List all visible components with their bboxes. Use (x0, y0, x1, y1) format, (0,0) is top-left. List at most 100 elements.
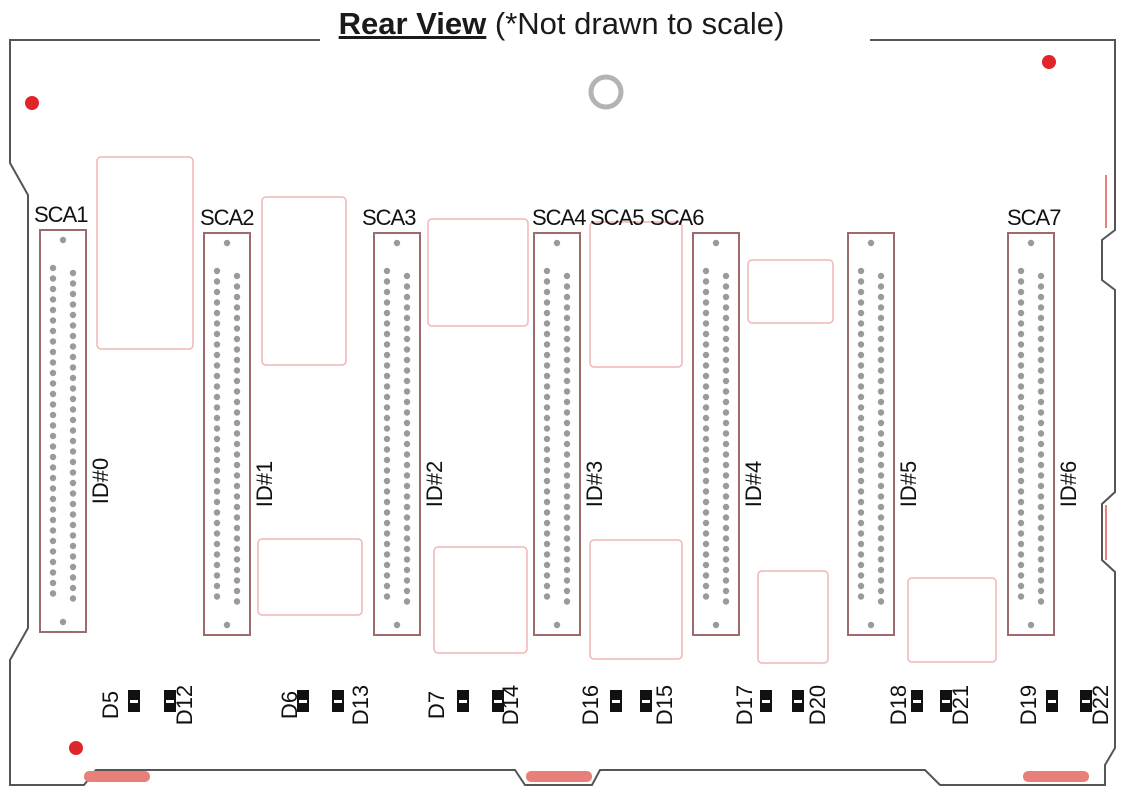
connector-pin (1017, 540, 1025, 548)
connector-pin (1037, 598, 1045, 605)
connector-pin (722, 304, 730, 311)
connector-pin (69, 448, 77, 455)
connector-pin (722, 409, 730, 416)
connector-pin (233, 451, 241, 458)
connector-pin (69, 311, 77, 319)
connector-pin (702, 551, 710, 558)
connector-pin (383, 351, 391, 359)
led-marking (299, 700, 307, 703)
connector-pin (1037, 514, 1045, 521)
connector-pin (877, 272, 885, 280)
led-marking (130, 700, 138, 703)
led-label: D7 (424, 691, 449, 719)
connector-pin (1017, 593, 1025, 600)
connector-pin (403, 304, 411, 311)
connector-pin (722, 325, 730, 332)
connector-pin (69, 511, 77, 518)
connector-pin (213, 582, 221, 590)
connector-pin (857, 309, 865, 317)
component-pad (257, 538, 363, 616)
connector-pin (383, 393, 391, 401)
connector-pin (857, 320, 865, 327)
led-marking (762, 700, 770, 703)
connector-pin (1037, 419, 1045, 427)
connector-pin (702, 477, 710, 485)
connector-pin (543, 446, 551, 453)
connector-pin (877, 367, 885, 374)
connector-pin (1037, 430, 1045, 437)
connector-pin (69, 353, 77, 361)
connector-pin (233, 430, 241, 437)
connector-pin (403, 587, 411, 595)
connector-sca7 (1007, 232, 1055, 636)
connector-pin (722, 398, 730, 406)
connector-pin (1037, 577, 1045, 584)
led-label: D12 (172, 685, 197, 725)
component-pad (261, 196, 347, 366)
connector-pin (213, 267, 221, 275)
connector-pin (543, 593, 551, 600)
led-marking (494, 700, 502, 703)
connector-pin (1037, 503, 1045, 511)
connector-pin (49, 390, 57, 398)
connector-pin (69, 542, 77, 550)
connector-pin (233, 356, 241, 364)
connector-pin (49, 275, 57, 282)
led-marking (1048, 700, 1056, 703)
connector-pin (403, 377, 411, 385)
connector-pin (702, 414, 710, 422)
connector-pin (857, 519, 865, 527)
connector-pin (857, 561, 865, 569)
connector-pin (233, 472, 241, 479)
connector-pin (563, 356, 571, 364)
connector-pin (1037, 304, 1045, 311)
connector-pin (403, 419, 411, 427)
connector-pin (213, 299, 221, 306)
led-label: D20 (805, 685, 830, 725)
connector-pin (233, 503, 241, 511)
connector-pin (213, 414, 221, 422)
connector-pin (1017, 498, 1025, 506)
connector-pin (383, 341, 391, 348)
connector-pin (233, 419, 241, 427)
connector-pin (712, 239, 720, 247)
connector-pin (49, 485, 57, 492)
connector-pin (543, 582, 551, 590)
connector-pin (877, 377, 885, 385)
connector-pin (383, 593, 391, 600)
connector-pin (393, 621, 401, 629)
connector-pin (563, 577, 571, 584)
connector-pin (403, 451, 411, 458)
connector-pin (543, 435, 551, 443)
connector-pin (233, 556, 241, 563)
connector-pin (1037, 283, 1045, 290)
connector-pin (702, 530, 710, 537)
connector-pin (563, 398, 571, 406)
connector-pin (49, 464, 57, 471)
connector-pin (49, 579, 57, 587)
component-pad (589, 221, 683, 368)
connector-pin (722, 335, 730, 343)
connector-pin (49, 453, 57, 461)
connector-pin (1037, 587, 1045, 595)
connector-pin (49, 432, 57, 440)
connector-pin (563, 482, 571, 490)
connector-pin (857, 593, 865, 600)
connector-pin (1027, 239, 1035, 247)
connector-pin (403, 556, 411, 563)
connector-pin (857, 393, 865, 401)
connector-pin (69, 290, 77, 298)
connector-pin (543, 351, 551, 359)
led-label: D18 (886, 685, 911, 725)
connector-pin (563, 304, 571, 311)
connector-pin (1037, 524, 1045, 532)
connector-pin (857, 341, 865, 348)
connector-pin (393, 239, 401, 247)
board-static (9, 39, 1116, 786)
connector-pin (49, 401, 57, 408)
connector-pin (69, 322, 77, 329)
led-label: D17 (732, 685, 757, 725)
connector-sca6 (847, 232, 895, 636)
connector-pin (857, 488, 865, 495)
